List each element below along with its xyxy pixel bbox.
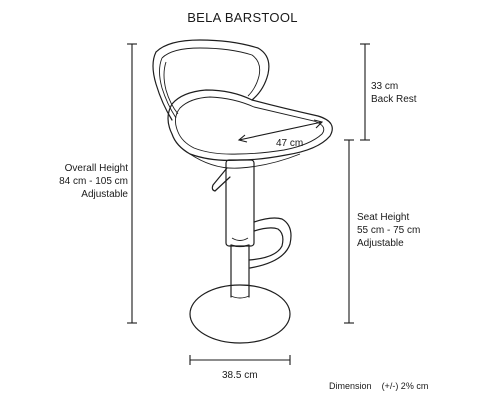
seat-width-arrow <box>237 119 324 143</box>
overall-height-label: Overall Height <box>64 163 128 174</box>
seat-height-dimension-line <box>344 139 354 324</box>
seat-height-value: 55 cm - 75 cm <box>357 225 421 236</box>
base-diameter-dimension-line <box>189 355 291 365</box>
tolerance-note: Dimension (+/-) 2% cm <box>329 380 428 392</box>
stool-pole <box>225 159 255 298</box>
stool-base <box>189 284 291 344</box>
stool-seat <box>167 89 333 169</box>
back-rest-value: 33 cm <box>371 81 399 92</box>
seat-width-value: 47 cm <box>276 138 304 149</box>
back-rest-dimension-line <box>360 43 370 141</box>
tolerance-label: Dimension <box>329 381 372 391</box>
stool-footrest <box>248 217 292 269</box>
overall-height-note: Adjustable <box>81 189 128 200</box>
tolerance-value: (+/-) 2% cm <box>381 381 429 391</box>
stool-backrest <box>152 39 270 121</box>
seat-height-label: Seat Height <box>357 212 410 223</box>
diagram-title: BELA BARSTOOL <box>187 10 298 25</box>
seat-height-note: Adjustable <box>357 238 404 249</box>
back-rest-label: Back Rest <box>371 94 417 105</box>
overall-height-value: 84 cm - 105 cm <box>59 176 128 187</box>
height-lever <box>211 167 231 192</box>
overall-height-dimension-line <box>127 43 137 324</box>
base-diameter-value: 38.5 cm <box>222 370 258 381</box>
